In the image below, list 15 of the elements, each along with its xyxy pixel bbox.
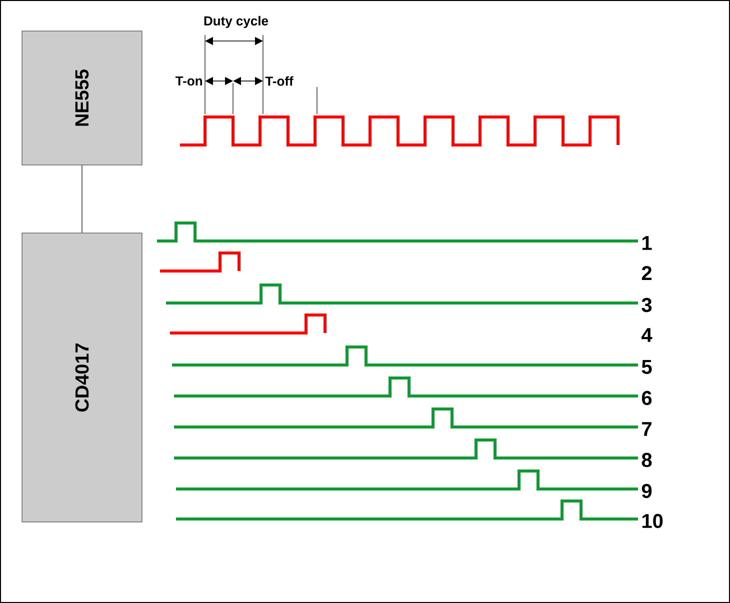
- output-number: 10: [642, 514, 663, 528]
- output-number: 9: [642, 484, 652, 498]
- output-number: 5: [642, 360, 652, 374]
- dimension-label: T-off: [265, 76, 294, 86]
- chip-box: CD4017: [22, 232, 142, 522]
- output-number: 2: [642, 266, 652, 280]
- output-number: 6: [642, 390, 652, 406]
- dimension-label: Duty cycle: [204, 16, 268, 28]
- chip-box: NE555: [22, 30, 142, 166]
- output-number: 7: [642, 422, 652, 436]
- output-number: 4: [642, 328, 652, 342]
- dimension-label: T-on: [176, 76, 202, 86]
- output-number: 3: [642, 298, 652, 312]
- output-number: 8: [642, 452, 652, 468]
- output-number: 1: [642, 236, 652, 250]
